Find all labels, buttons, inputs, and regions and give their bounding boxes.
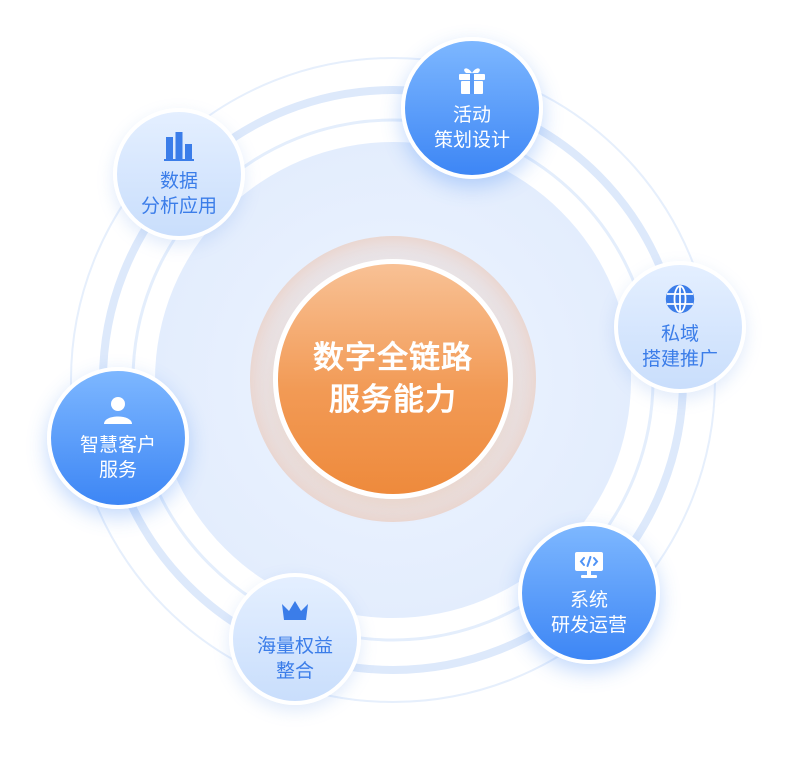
bar-chart-icon [162,129,196,163]
node-rights[interactable]: 海量权益 整合 [229,573,361,705]
node-system[interactable]: 系统 研发运营 [518,522,660,664]
node-activity[interactable]: 活动 策划设计 [401,37,543,179]
crown-icon [278,594,312,628]
node-rights-label: 海量权益 整合 [256,635,333,682]
node-private-label: 私域 搭建推广 [641,323,718,370]
node-data-label: 数据 分析应用 [140,170,217,217]
center-core: 数字全链路 服务能力 [273,259,513,499]
node-private[interactable]: 私域 搭建推广 [614,261,746,393]
code-monitor-icon [572,548,606,582]
globe-icon [663,282,697,316]
user-icon [101,393,135,427]
node-service-label: 智慧客户 服务 [79,434,156,481]
node-system-label: 系统 研发运营 [550,589,627,636]
center-label: 数字全链路 服务能力 [313,340,473,418]
node-activity-label: 活动 策划设计 [433,104,510,151]
gift-icon [455,63,489,97]
node-data[interactable]: 数据 分析应用 [113,108,245,240]
node-service[interactable]: 智慧客户 服务 [47,367,189,509]
